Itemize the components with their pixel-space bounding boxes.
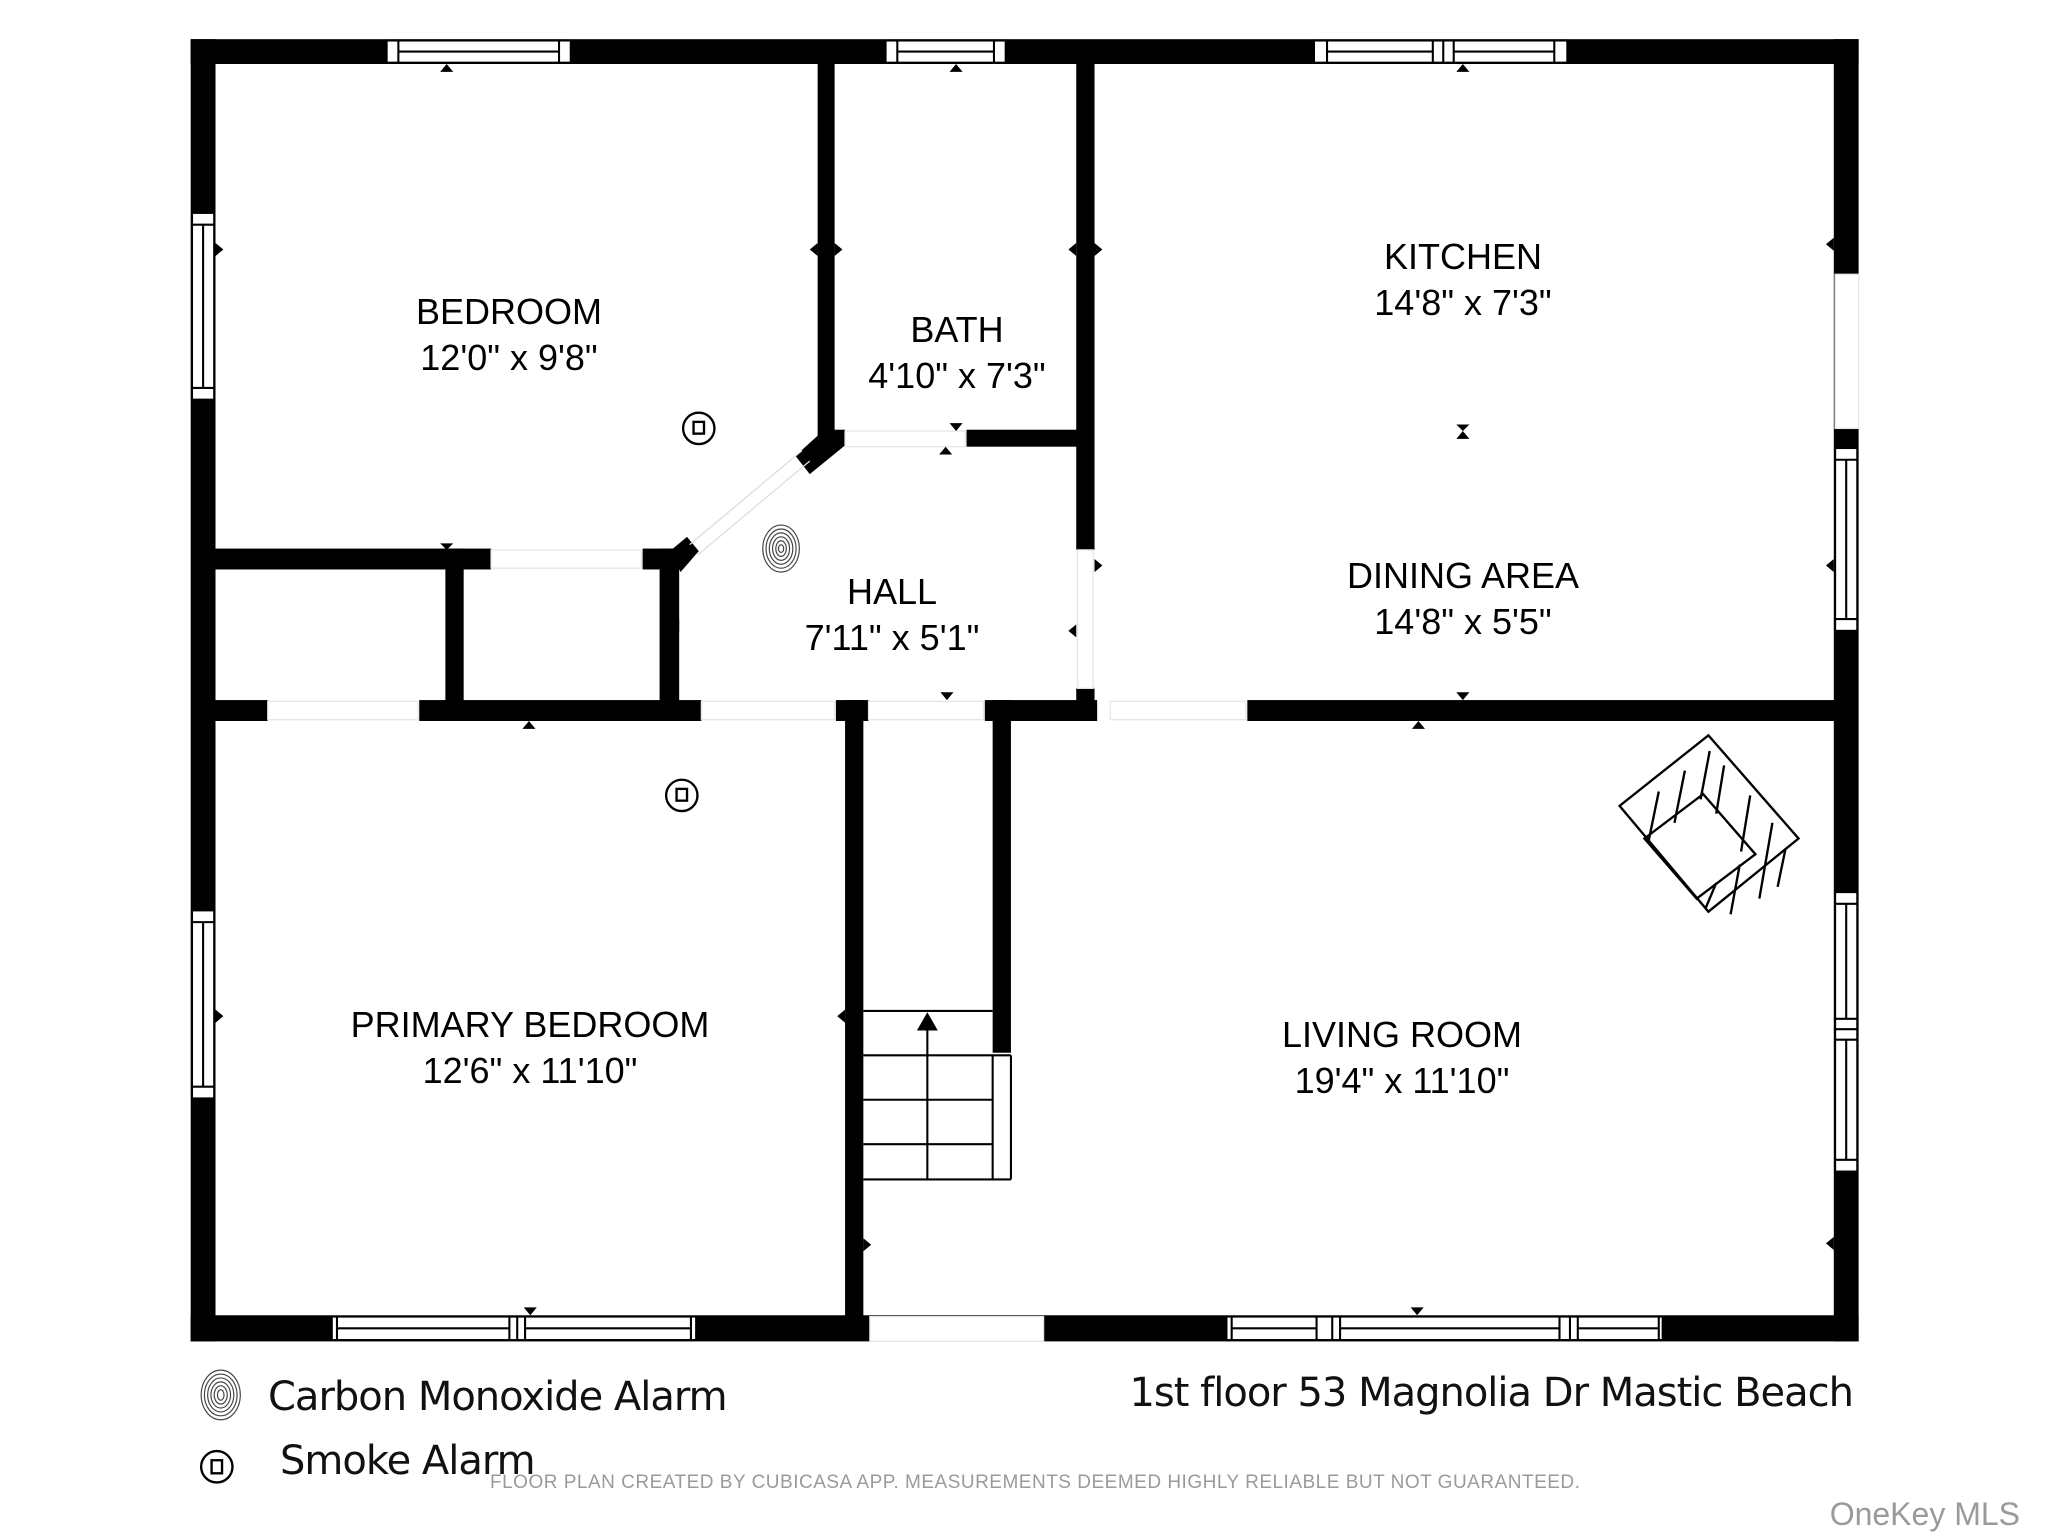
room-name: DINING AREA bbox=[1346, 555, 1580, 596]
window-bedroom-left bbox=[190, 211, 216, 401]
window-bath-top bbox=[884, 39, 1007, 64]
fireplace-icon bbox=[1617, 733, 1801, 915]
legend-smoke-alarm-icon bbox=[199, 1449, 234, 1484]
window-kitchen-top bbox=[1312, 39, 1569, 64]
room-dimensions: 4'10" x 7'3" bbox=[868, 355, 1046, 396]
room-living-room: LIVING ROOM 19'4" x 11'10" bbox=[1282, 1012, 1522, 1104]
smoke-alarm-icon bbox=[664, 778, 699, 813]
room-dimensions: 19'4" x 11'10" bbox=[1294, 1060, 1510, 1101]
legend-item-smoke-alarm: Smoke Alarm bbox=[280, 1438, 536, 1484]
room-primary-bedroom: PRIMARY BEDROOM 12'6" x 11'10" bbox=[351, 1002, 710, 1094]
disclaimer-text: FLOOR PLAN CREATED BY CUBICASA APP. MEAS… bbox=[490, 1472, 1581, 1493]
room-kitchen: KITCHEN 14'8" x 7'3" bbox=[1374, 234, 1551, 326]
room-name: BEDROOM bbox=[415, 291, 603, 332]
window-living-bottom bbox=[1225, 1315, 1664, 1342]
room-dimensions: 12'0" x 9'8" bbox=[420, 337, 598, 378]
room-dimensions: 7'11" x 5'1" bbox=[804, 617, 980, 658]
room-name: BATH bbox=[910, 309, 1004, 350]
stairs-up-arrow-icon bbox=[916, 1012, 938, 1031]
room-bath: BATH 4'10" x 7'3" bbox=[868, 307, 1045, 399]
window-primary-left bbox=[190, 909, 216, 1100]
carbon-monoxide-alarm-icon bbox=[762, 524, 800, 573]
room-dimensions: 14'8" x 7'3" bbox=[1374, 282, 1552, 323]
windows bbox=[190, 39, 1859, 1342]
legend-carbon-monoxide-alarm-icon bbox=[200, 1369, 241, 1421]
dimension-markers bbox=[215, 64, 1834, 1316]
legend-label: Carbon Monoxide Alarm bbox=[268, 1374, 728, 1420]
window-primary-bottom bbox=[330, 1315, 698, 1342]
legend-item-carbon-monoxide: Carbon Monoxide Alarm bbox=[268, 1374, 728, 1420]
room-name: KITCHEN bbox=[1383, 236, 1543, 277]
room-hall: HALL 7'11" x 5'1" bbox=[805, 569, 980, 661]
stairs bbox=[863, 1009, 1012, 1181]
room-dimensions: 12'6" x 11'10" bbox=[422, 1050, 638, 1091]
room-dining-area: DINING AREA 14'8" x 5'5" bbox=[1347, 553, 1579, 645]
window-dining-right bbox=[1834, 446, 1859, 632]
walls bbox=[190, 39, 1859, 1342]
window-bedroom-top bbox=[385, 39, 572, 64]
room-bedroom: BEDROOM 12'0" x 9'8" bbox=[416, 289, 602, 381]
window-living-right bbox=[1834, 891, 1859, 1173]
room-dimensions: 14'8" x 5'5" bbox=[1374, 601, 1552, 642]
openings bbox=[267, 273, 1860, 1343]
legend-label: Smoke Alarm bbox=[280, 1438, 536, 1484]
smoke-alarm-icon bbox=[681, 411, 716, 446]
floor-plan-title: 1st floor 53 Magnolia Dr Mastic Beach bbox=[1129, 1370, 1854, 1416]
room-name: LIVING ROOM bbox=[1281, 1014, 1523, 1055]
room-name: HALL bbox=[846, 571, 938, 612]
room-name: PRIMARY BEDROOM bbox=[350, 1004, 710, 1045]
mls-watermark: OneKey MLS bbox=[1829, 1496, 2020, 1532]
